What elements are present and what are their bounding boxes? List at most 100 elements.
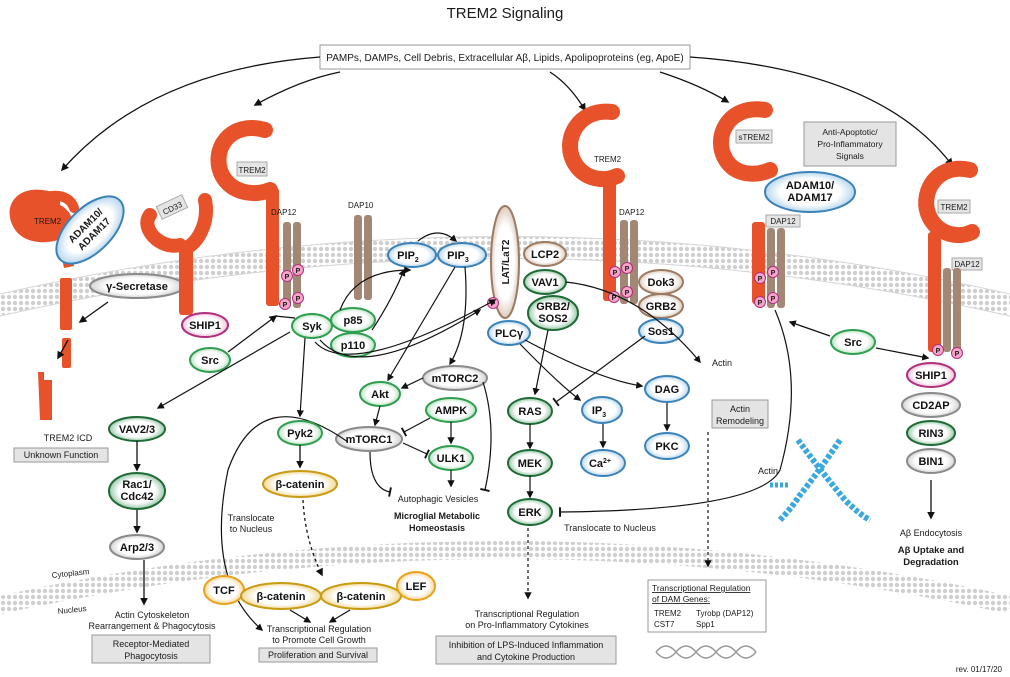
pip2-to-pip3-arrow (417, 232, 458, 242)
icd-arrow-1 (57, 339, 69, 360)
p85-node: p85 (330, 307, 376, 333)
ab-endocytosis-label: Aβ Endocytosis (900, 528, 963, 538)
p110-node: p110 (330, 332, 376, 358)
ligand-box (319, 44, 691, 70)
svg-text:Arp2/3: Arp2/3 (120, 542, 154, 554)
svg-text:Sos1: Sos1 (648, 326, 674, 338)
erk-node: ERK (507, 498, 553, 526)
pip2-node: PIP2 (387, 242, 437, 268)
svg-text:Dok3: Dok3 (648, 277, 675, 289)
svg-text:β-catenin: β-catenin (257, 591, 306, 603)
svg-text:GRB2/: GRB2/ (536, 301, 570, 313)
svg-text:P: P (771, 296, 776, 303)
secretase-arrow (78, 301, 109, 323)
unknown-function-label: Unknown Function (24, 450, 99, 460)
transcriptional-growth-line1: Transcriptional Regulation (267, 624, 371, 634)
dam-gene-spp1: Spp1 (696, 620, 715, 629)
svg-text:PIP2: PIP2 (397, 250, 419, 264)
svg-text:ULK1: ULK1 (437, 453, 466, 465)
mtorc1-node: mTORC1 (335, 426, 403, 452)
cd33-receptor (140, 193, 213, 315)
dam-gene-cst7: CST7 (654, 620, 675, 629)
svg-text:p110: p110 (341, 340, 365, 352)
svg-text:P: P (771, 270, 776, 277)
transcriptional-cytokines-line2: on Pro-Inflammatory Cytokines (465, 620, 589, 630)
svg-text:β-catenin: β-catenin (337, 591, 386, 603)
mek-node: MEK (507, 449, 553, 477)
svg-text:P: P (296, 296, 301, 303)
pip3-node: PIP3 (437, 242, 487, 268)
beta-catenin-node-nuc2: β-catenin (320, 582, 402, 610)
svg-text:P: P (613, 270, 618, 277)
lcp2-node: LCP2 (523, 241, 567, 267)
gamma-secretase-node: γ-Secretase (89, 273, 185, 299)
trem2-icd-label: TREM2 ICD (44, 433, 93, 443)
dap10-chain-a (354, 215, 362, 300)
actin-label-upper: Actin (712, 358, 732, 368)
trem2-tag-far-right (937, 199, 971, 214)
trem2-label-left: TREM2 (34, 217, 62, 226)
ab-uptake-line2: Degradation (903, 557, 959, 568)
sos1-node: Sos1 (638, 318, 684, 344)
svg-text:LEF: LEF (406, 581, 427, 593)
dam-gene-tyrobp: Tyrobp (DAP12) (696, 609, 754, 618)
bin1-node: BIN1 (906, 448, 956, 474)
dap12-label-far-right: DAP12 (954, 260, 980, 269)
actin-filament (770, 438, 872, 523)
svg-text:VAV2/3: VAV2/3 (119, 424, 155, 436)
cd33-tag (155, 194, 189, 220)
proliferation-box (258, 647, 378, 663)
svg-text:SOS2: SOS2 (538, 313, 567, 325)
translocate-left-line1: Translocate (228, 513, 275, 523)
translocate-left-line2: to Nucleus (230, 524, 273, 534)
svg-text:P: P (955, 351, 960, 358)
strem2-receptor (713, 101, 778, 182)
trem2-icd-fragment (38, 372, 52, 420)
lat-label: LAT/LaT2 (501, 239, 512, 284)
trem2-label-far-right: TREM2 (940, 203, 968, 212)
phospho-group-main: P P P P (279, 264, 304, 310)
ras-node: RAS (507, 397, 553, 425)
svg-text:RIN3: RIN3 (918, 428, 943, 440)
phagocytosis-line1: Receptor-Mediated (113, 639, 190, 649)
dap12-strem2-chain-b (777, 228, 785, 308)
mtorc2-node: mTORC2 (422, 365, 488, 391)
svg-text:BIN1: BIN1 (918, 456, 943, 468)
svg-text:β-catenin: β-catenin (276, 479, 325, 491)
svg-text:AMPK: AMPK (435, 405, 467, 417)
dap12-chain-a (283, 222, 291, 308)
homeostasis-line1: Microglial Metabolic (394, 511, 480, 521)
bcatenin-translocate-arrow (302, 499, 323, 577)
svg-text:mTORC2: mTORC2 (432, 373, 479, 385)
svg-text:Src: Src (201, 355, 219, 367)
actin-remodeling-box (711, 399, 769, 429)
strem2-tag (735, 129, 773, 144)
svg-text:RAS: RAS (518, 406, 541, 418)
lef-node: LEF (396, 571, 436, 601)
akt-node: Akt (359, 381, 401, 407)
pyk2-node: Pyk2 (277, 420, 323, 446)
phospho-group-right: P P P P (608, 262, 633, 303)
svg-text:P: P (936, 348, 941, 355)
ship1-node-left: SHIP1 (181, 312, 229, 338)
svg-text:PLCγ: PLCγ (495, 328, 524, 340)
dam-gene-trem2: TREM2 (654, 609, 682, 618)
vav23-node: VAV2/3 (108, 416, 166, 442)
transcriptional-growth-line2: to Promote Cell Growth (272, 635, 366, 645)
rin3-node: RIN3 (906, 420, 956, 446)
svg-text:P: P (296, 268, 301, 275)
dap12-tag-far-right (951, 257, 983, 271)
proliferation-label: Proliferation and Survival (268, 650, 368, 660)
nucleus-label: Nucleus (57, 604, 87, 616)
svg-text:ADAM10/: ADAM10/ (786, 180, 834, 192)
svg-text:Pyk2: Pyk2 (287, 428, 313, 440)
anti-apoptotic-box (803, 121, 897, 167)
transcriptional-cytokines-line1: Transcriptional Regulation (475, 609, 579, 619)
plc-connectors (519, 339, 671, 449)
trem2-receptor-far-right (918, 160, 980, 352)
dam-title-line2: of DAM Genes: (652, 594, 710, 604)
actin-cytoskeleton-line2: Rearrangement & Phagocytosis (88, 621, 216, 631)
p110-to-pip2-arrow (371, 268, 406, 331)
ulk1-node: ULK1 (428, 445, 474, 471)
